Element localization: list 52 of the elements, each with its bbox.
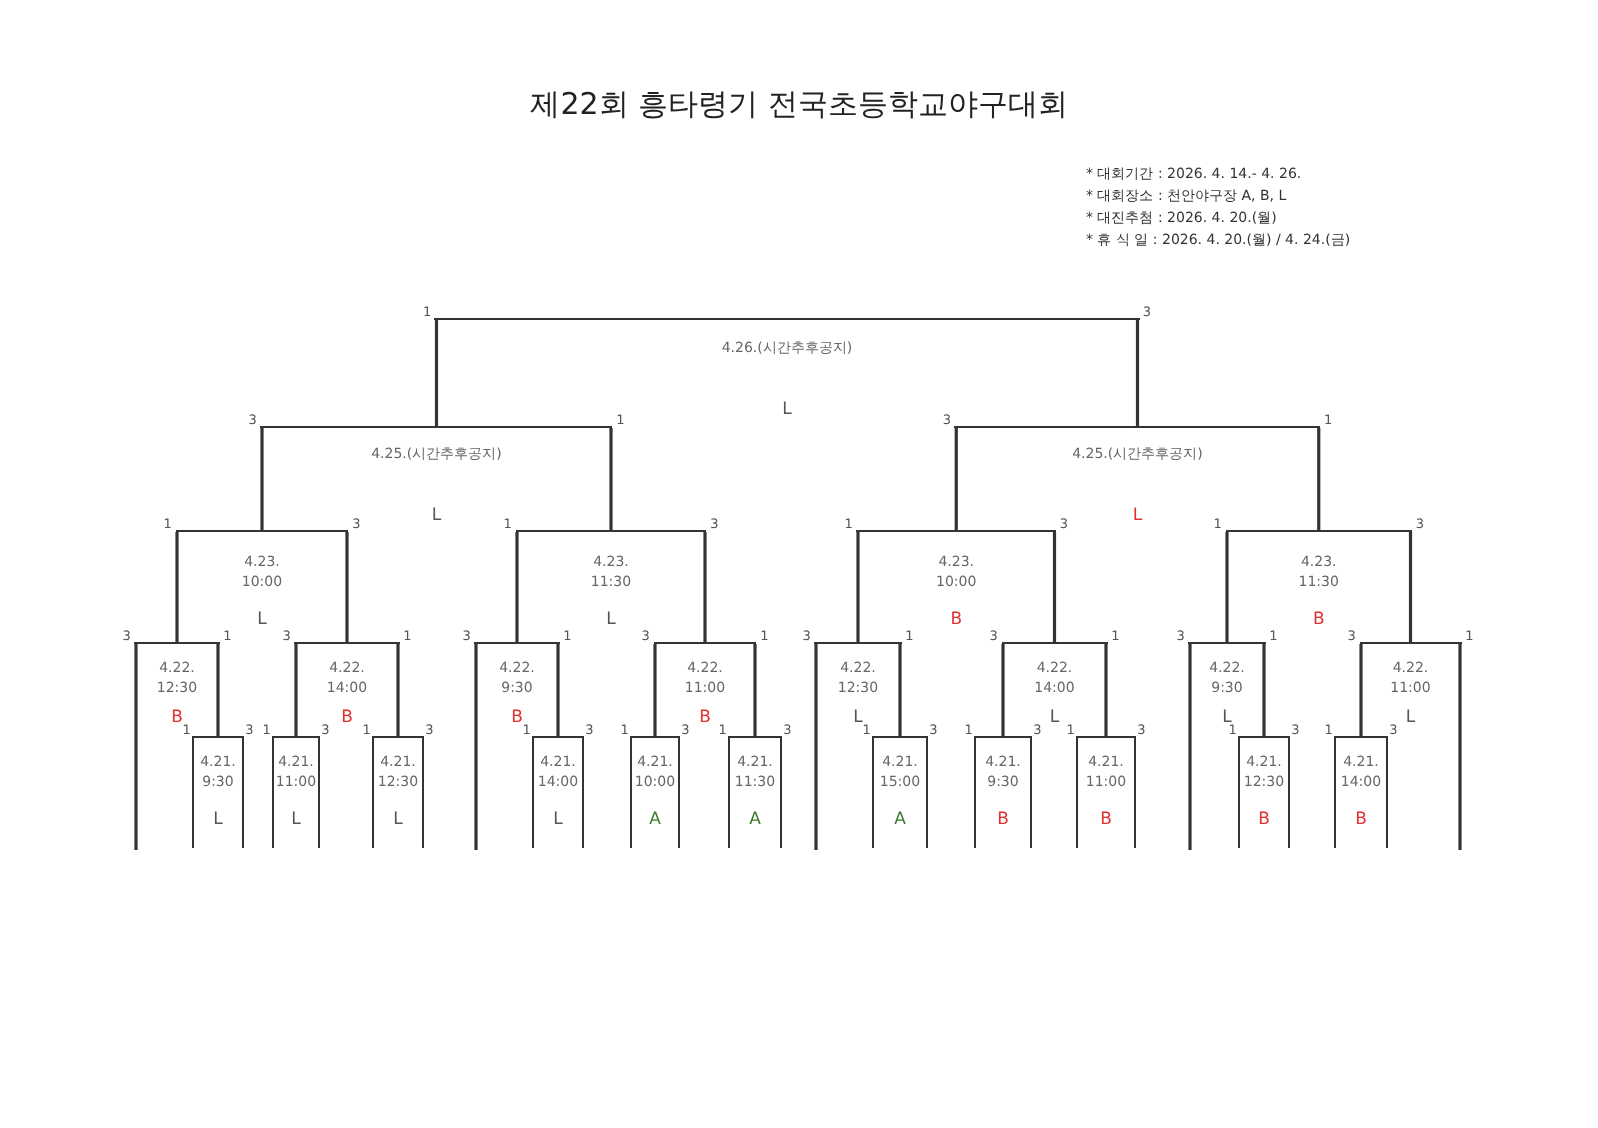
venue-letter: B [511, 710, 523, 729]
bracket-line [260, 428, 264, 532]
venue-letter: L [853, 710, 863, 729]
venue-letter: L [782, 402, 792, 421]
venue-letter: A [749, 812, 761, 831]
bracket-line [1001, 644, 1005, 738]
bracket-line [345, 532, 349, 644]
venue-letter: L [257, 612, 267, 631]
venue-letter: L [553, 812, 563, 831]
bracket-line [1359, 644, 1363, 738]
bracket-line [653, 644, 657, 738]
bracket-line [609, 428, 613, 532]
bracket-line [703, 532, 707, 644]
venue-letter: B [997, 812, 1009, 831]
venue-letter: L [393, 812, 403, 831]
bracket-line [434, 320, 439, 428]
venue-letter: B [950, 612, 963, 631]
venue-letter: B [1258, 812, 1270, 831]
venue-letter: L [606, 612, 616, 631]
bracket-line [396, 644, 400, 738]
venue-letter: L [213, 812, 223, 831]
bracket-line [294, 644, 298, 738]
bracket-line [1262, 644, 1266, 738]
bracket-line [856, 532, 860, 644]
venue-letter: B [1355, 812, 1367, 831]
venue-letter: L [291, 812, 301, 831]
bracket-line [1408, 532, 1413, 644]
bracket-line [515, 532, 519, 644]
venue-letter: B [1100, 812, 1112, 831]
bracket-line [898, 644, 902, 738]
bracket-line [216, 644, 220, 738]
venue-letter: A [894, 812, 906, 831]
venue-letter: B [699, 710, 711, 729]
bracket-line [954, 428, 958, 532]
bracket-line [753, 644, 757, 738]
bracket-line [1135, 320, 1140, 428]
bracket-line [1104, 644, 1108, 738]
bracket-line [175, 532, 179, 644]
venue-letter: L [1405, 710, 1416, 729]
venue-letter: L [1222, 710, 1232, 729]
bracket-line [1317, 428, 1321, 532]
bracket-line [1225, 532, 1229, 644]
venue-letter: B [171, 710, 183, 729]
title: 제22회 흥타령기 전국초등학교야구대회 [530, 86, 1068, 124]
bracket-line [1052, 532, 1057, 644]
venue-letter: L [431, 508, 442, 527]
venue-letter: L [1132, 508, 1143, 527]
bracket-line [556, 644, 560, 738]
venue-letter: L [1049, 710, 1060, 729]
venue-letter: B [1312, 612, 1325, 631]
venue-letter: B [341, 710, 353, 729]
venue-letter: A [649, 812, 661, 831]
